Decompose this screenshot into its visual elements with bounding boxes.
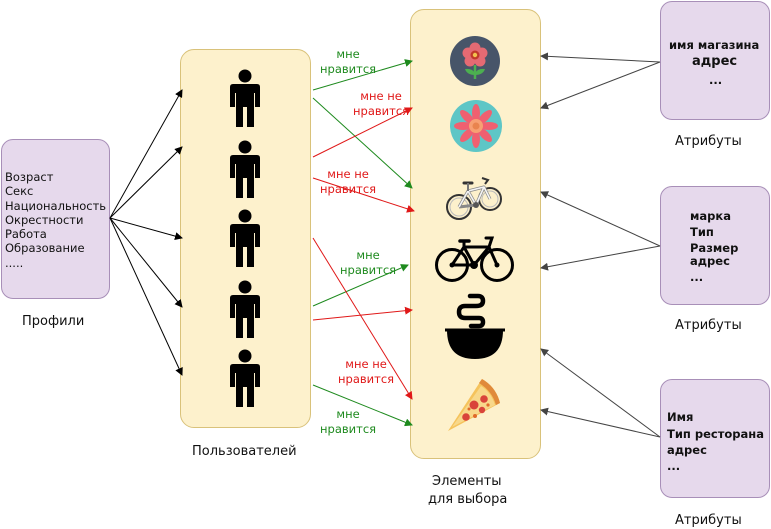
restaurant-attributes-box: Имя Тип ресторана адрес ... (660, 379, 770, 498)
shop-attr-more: ... (709, 73, 723, 87)
profiles-caption: Профили (22, 314, 85, 329)
bike-attr-address: адрес (690, 254, 730, 268)
profiles-box: Возраст Секс Национальность Окрестности … (1, 139, 110, 299)
bike-attr-size: Размер (690, 241, 739, 255)
like-label-2: мне нравится (340, 248, 397, 277)
bike-attr-brand: марка (690, 209, 731, 223)
restaurant-attr-name: Имя (667, 410, 694, 424)
person-icon (230, 280, 260, 338)
users-caption: Пользователей (192, 444, 297, 459)
profile-field: Работа (5, 227, 47, 242)
like-label-3: мне нравится (320, 407, 377, 436)
shop-attributes-box: имя магазина адрес ... (660, 1, 770, 120)
person-icon (230, 209, 260, 267)
shop-attr-name: имя магазина (669, 38, 760, 52)
attributes-caption-1: Атрибуты (675, 134, 742, 149)
dislike-arrows (312, 107, 415, 400)
profile-field: Секс (5, 184, 34, 199)
profile-field: Возраст (5, 170, 54, 184)
profile-arrows (109, 89, 183, 376)
pizza-icon (448, 379, 500, 431)
like-arrows (312, 59, 413, 427)
person-icon (230, 69, 260, 127)
profile-field: Окрестности (5, 212, 84, 227)
dislike-label-2: мне не нравится (320, 167, 377, 196)
like-label-1: мне нравится (320, 47, 377, 76)
profile-field: Национальность (5, 198, 107, 213)
restaurant-attr-type: Тип ресторана (667, 427, 764, 441)
flower-icon (450, 100, 502, 152)
items-caption-line2: для выбора (428, 492, 508, 507)
attributes-caption-2: Атрибуты (675, 318, 742, 333)
restaurant-attr-more: ... (667, 459, 681, 473)
bike-attributes-box: марка Тип Размер адрес ... (660, 186, 770, 305)
attribute-arrows (540, 52, 661, 438)
attributes-caption-3: Атрибуты (675, 513, 742, 528)
person-icon (230, 349, 260, 407)
dislike-label-1: мне не нравится (353, 89, 410, 118)
bicycle-icon (435, 236, 514, 282)
person-icon (230, 140, 260, 198)
bike-attr-type: Тип (690, 225, 714, 239)
dislike-label-3: мне не нравится (338, 357, 395, 386)
items-caption-line1: Элементы (432, 474, 502, 489)
profile-field: Образование (5, 241, 85, 256)
shop-attr-address: адрес (692, 54, 738, 69)
bicycle-icon (446, 177, 502, 220)
bowl-icon (445, 293, 505, 359)
restaurant-attr-address: адрес (667, 443, 707, 457)
flower-icon (450, 36, 500, 86)
profile-fields: Возраст Секс Национальность Окрестности … (5, 170, 106, 270)
profile-field: ..... (5, 255, 24, 270)
bike-attr-more: ... (690, 270, 704, 284)
